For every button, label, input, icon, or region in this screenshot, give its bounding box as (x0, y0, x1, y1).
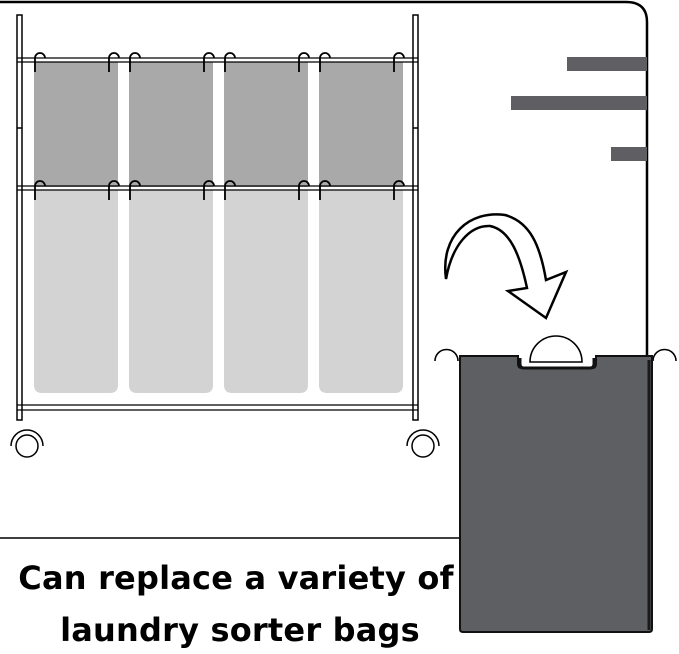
hook-icon (319, 180, 331, 200)
sorter-bag-1 (34, 62, 118, 393)
hook-icon (393, 180, 405, 200)
accent-bars (511, 57, 647, 161)
sorter-bags (34, 62, 403, 393)
hook-icon (203, 52, 215, 72)
curved-arrow-icon (443, 213, 569, 320)
hook-icon (298, 52, 310, 72)
hook-icon (108, 180, 120, 200)
hook-icon (298, 180, 310, 200)
caption-line-2: laundry sorter bags (60, 611, 420, 649)
hook-icon (224, 52, 236, 72)
replacement-bag (434, 335, 677, 633)
hook-icon (129, 52, 141, 72)
cart-rails (17, 57, 418, 411)
hook-icon (34, 52, 46, 72)
sorter-bag-2 (129, 62, 213, 393)
hook-icon (319, 52, 331, 72)
sorter-bag-3 (224, 62, 308, 393)
outer-frame (0, 0, 649, 355)
hook-icon (34, 180, 46, 200)
hook-icon (129, 180, 141, 200)
cart-frame (16, 14, 419, 421)
hook-icon (434, 348, 459, 362)
hook-icon (224, 180, 236, 200)
caption-line-1: Can replace a variety of (18, 559, 454, 597)
hook-icon (108, 52, 120, 72)
hook-icon (652, 348, 677, 362)
hook-icon (203, 180, 215, 200)
wheel-left-icon (10, 429, 44, 458)
hook-icon (393, 52, 405, 72)
sorter-bag-4 (319, 62, 403, 393)
hook-icons (34, 52, 405, 200)
wheel-right-icon (406, 429, 440, 458)
bag-handle (529, 335, 583, 363)
